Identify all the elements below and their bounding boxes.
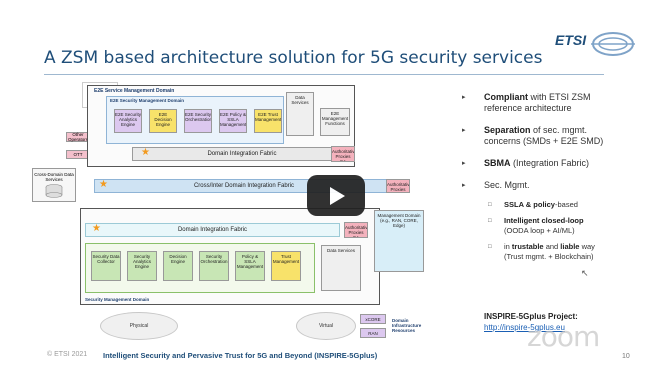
bullet-text-line2: concerns (SMDs + E2E SMD) xyxy=(484,136,604,146)
etsi-globe-icon xyxy=(591,32,635,56)
sec-decision-module: Decision Engine xyxy=(163,251,193,281)
bullet-marker-icon: ▸ xyxy=(462,182,466,189)
sub-bullet-text-line2: (OODA loop + AI/ML) xyxy=(504,226,575,235)
sub-bullet-text: -based xyxy=(554,200,578,209)
cross-domain-data-label: Cross-Domain Data Services xyxy=(34,172,74,182)
star-icon: ★ xyxy=(141,147,150,158)
e2e-security-management-domain: E2E Security Management Domain E2E Secur… xyxy=(106,96,284,144)
e2e-decision-module: E2E Decision Engine xyxy=(149,109,177,133)
sub-bullet-text: way xyxy=(579,242,595,251)
security-management-domain: Security Data Collector Security Analyti… xyxy=(80,208,380,305)
play-icon xyxy=(330,187,345,205)
sec-orchestration-module: Security Orchestration xyxy=(199,251,229,281)
e2e-orchestration-module: E2E Security Orchestration xyxy=(184,109,212,133)
bullet-text: with ETSI ZSM xyxy=(528,92,591,102)
bullet-bold: Compliant xyxy=(484,92,528,102)
mouse-cursor-icon: ↖ xyxy=(581,268,589,278)
e2e-analytics-module: E2E Security Analytics Engine xyxy=(114,109,142,133)
star-icon: ★ xyxy=(99,179,108,190)
bullet-bold: Separation xyxy=(484,125,531,135)
sec-trust-module: Trust Management xyxy=(271,251,301,281)
star-icon: ★ xyxy=(92,223,101,234)
bullet-text: (Integration Fabric) xyxy=(510,158,590,168)
cross-domain-data-box: Cross-Domain Data Services xyxy=(32,168,76,202)
ran-infra: RAN xyxy=(360,328,386,338)
bullet-text-line2: reference architecture xyxy=(484,103,572,113)
footer-title: Intelligent Security and Pervasive Trust… xyxy=(103,351,378,360)
sub-bullet-text-line2: (Trust mgmt. + Blockchain) xyxy=(504,252,594,261)
sec-collector-module: Security Data Collector xyxy=(91,251,121,281)
play-button[interactable] xyxy=(307,175,365,216)
e2e-trust-module: E2E Trust Management xyxy=(254,109,282,133)
domain-integration-fabric-mid: Domain Integration Fabric xyxy=(85,223,340,237)
e2e-domain-label: E2E Service Management Domain xyxy=(94,88,175,94)
security-mgmt-domain-label: Security Management Domain xyxy=(85,297,150,302)
database-icon xyxy=(45,184,63,198)
zoom-watermark: zoom xyxy=(527,320,600,353)
page-number: 10 xyxy=(622,353,630,360)
sub-bullet-marker-icon: □ xyxy=(488,244,492,250)
auth-proxy-top: Authoritative Proxies CA xyxy=(331,146,355,162)
bullet-marker-icon: ▸ xyxy=(462,94,466,101)
bullet-marker-icon: ▸ xyxy=(462,160,466,167)
bullet-marker-icon: ▸ xyxy=(462,127,466,134)
footer-copyright: © ETSI 2021 xyxy=(47,351,88,358)
sub-bullet-marker-icon: □ xyxy=(488,202,492,208)
sec-data-services: Data Services xyxy=(321,245,361,291)
xcore-infra: xCORE xyxy=(360,314,386,324)
sub-bullet-bold: trustable xyxy=(511,242,544,251)
infrastructure-layer: Physical Virtual xCORE RAN Domain Infras… xyxy=(70,312,440,342)
physical-infra: Physical xyxy=(100,312,178,340)
sub-bullet-marker-icon: □ xyxy=(488,218,492,224)
sub-bullet-bold: SSLA & policy xyxy=(504,200,555,209)
sub-bullet-bold: Intelligent closed-loop xyxy=(504,216,584,225)
sub-bullet-bold2: liable xyxy=(560,242,580,251)
project-label: INSPIRE-5Gplus Project: xyxy=(484,312,578,321)
title-divider xyxy=(44,74,604,75)
sec-analytics-module: Security Analytics Engine xyxy=(127,251,157,281)
sub-bullet-mid: and xyxy=(543,242,561,251)
project-link[interactable]: http://inspire-5gplus.eu xyxy=(484,323,565,332)
e2e-security-label: E2E Security Management Domain xyxy=(110,98,185,103)
e2e-data-services: Data Services xyxy=(286,92,314,136)
domain-integration-fabric-top: Domain Integration Fabric xyxy=(132,147,352,161)
bullet-text: Sec. Mgmt. xyxy=(484,180,530,190)
infra-label: Domain Infrastructure Resources xyxy=(392,318,422,333)
e2e-mgmt-functions: E2E Management Functions xyxy=(320,108,350,136)
management-domain-box: Management Domain (e.g., RAN, CORE, Edge… xyxy=(374,210,424,272)
sub-bullet-prefix: in xyxy=(504,242,512,251)
slide-title: A ZSM based architecture solution for 5G… xyxy=(44,48,543,68)
etsi-logo-text: ETSI xyxy=(555,32,587,48)
sec-policy-module: Policy & SSLA Management xyxy=(235,251,265,281)
etsi-logo: ETSI xyxy=(555,26,635,66)
bullet-bold: SBMA xyxy=(484,158,511,168)
auth-proxy-cross: Authoritative Proxies CA xyxy=(386,179,410,193)
architecture-diagram: Other Operators OTT Cross-Domain Data Se… xyxy=(30,80,450,340)
auth-proxy-mid: Authoritative Proxies CA xyxy=(344,222,368,238)
bullet-text: of sec. mgmt. xyxy=(530,125,588,135)
virtual-infra: Virtual xyxy=(296,312,356,340)
project-info: INSPIRE-5Gplus Project: http://inspire-5… xyxy=(484,311,578,333)
e2e-policy-module: E2E Policy & SSLA Management xyxy=(219,109,247,133)
